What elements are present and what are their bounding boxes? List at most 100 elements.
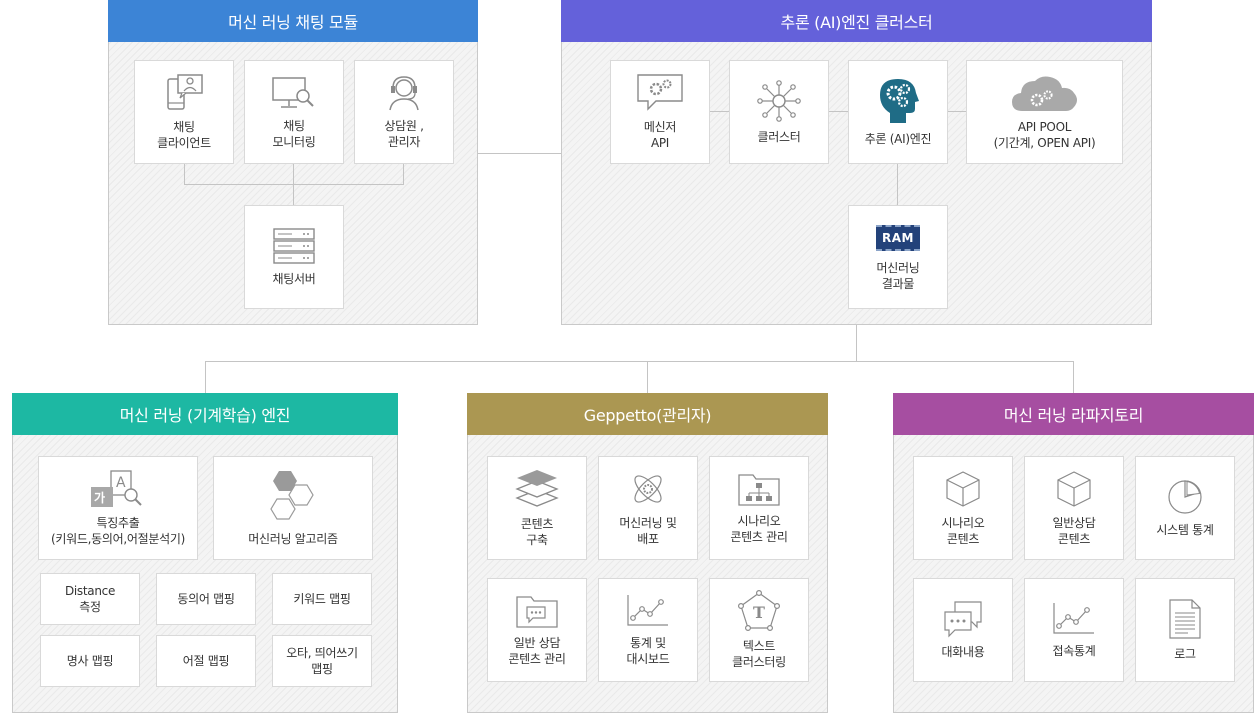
line-chart-icon xyxy=(1053,603,1094,634)
chat-gear-icon xyxy=(637,74,683,111)
chat-tree-v-right xyxy=(403,164,404,184)
ai-engine-label: 추론 (AI)엔진 xyxy=(864,132,932,146)
chat-monitoring-label: 채팅 모니터링 xyxy=(272,119,316,149)
connector-cluster-down xyxy=(856,324,857,361)
repo-conversation-label: 대화내용 xyxy=(941,645,985,659)
chat-tree-h xyxy=(184,184,404,185)
repository-title: 머신 러닝 라파지토리 xyxy=(893,393,1254,435)
general-content-mgmt-card[interactable]: 일반 상담 콘텐츠 관리 xyxy=(487,578,587,682)
ai-engine-card[interactable]: 추론 (AI)엔진 xyxy=(848,60,948,164)
text-clustering-label: 텍스트 클러스터링 xyxy=(732,639,786,669)
line-chart-icon xyxy=(627,595,668,626)
network-hub-icon xyxy=(757,80,801,122)
feature-extraction-label: 특징추출 (키워드,동의어,어절분석기) xyxy=(51,516,185,546)
ml-engine-panel: 머신 러닝 (기계학습) 엔진 A 가 특징추출 (키워드,동의어,어절분석기)… xyxy=(12,393,398,713)
typo-mapping-label: 오타, 띄어쓰기 맵핑 xyxy=(286,646,358,676)
hexagon-cluster-icon xyxy=(270,471,314,520)
cluster-engine-down xyxy=(897,164,898,205)
cluster-card[interactable]: 클러스터 xyxy=(729,60,829,164)
repo-log-label: 로그 xyxy=(1174,647,1196,661)
ram-chip-icon: RAM xyxy=(876,222,920,254)
keyword-mapping-card[interactable]: 키워드 맵핑 xyxy=(272,573,372,625)
chat-module-panel: 머신 러닝 채팅 모듈 채팅 클라이언트 채팅 모니터링 xyxy=(108,0,478,325)
ml-deploy-card[interactable]: 머신러닝 및 배포 xyxy=(598,456,698,560)
noun-mapping-card[interactable]: 명사 맵핑 xyxy=(40,635,140,687)
stats-dashboard-label: 통계 및 대시보드 xyxy=(626,636,670,666)
ml-algorithm-label: 머신러닝 알고리즘 xyxy=(248,532,338,546)
text-clustering-card[interactable]: T 텍스트 클러스터링 xyxy=(709,578,809,682)
chat-client-label: 채팅 클라이언트 xyxy=(157,120,211,150)
content-build-label: 콘텐츠 구축 xyxy=(520,517,554,547)
scenario-content-mgmt-label: 시나리오 콘텐츠 관리 xyxy=(730,514,788,544)
atom-gear-icon xyxy=(634,475,662,503)
messenger-api-label: 메신저 API xyxy=(643,120,677,150)
cube-icon xyxy=(1057,471,1091,507)
engine-cluster-panel: 추론 (AI)엔진 클러스터 메신저 API 클러스터 xyxy=(561,0,1152,325)
stats-dashboard-card[interactable]: 통계 및 대시보드 xyxy=(598,578,698,682)
chat-bubbles-icon xyxy=(944,601,982,638)
feature-icon-glyph-b: A xyxy=(116,475,126,491)
ml-deploy-label: 머신러닝 및 배포 xyxy=(619,516,677,546)
monitor-search-icon xyxy=(272,77,314,108)
text-icon-glyph: T xyxy=(753,603,765,622)
repo-conversation-card[interactable]: 대화내용 xyxy=(913,578,1013,682)
chat-tree-v-left xyxy=(184,164,185,184)
cluster-row-line xyxy=(710,111,966,112)
repo-general-label: 일반상담 콘텐츠 xyxy=(1052,516,1096,546)
repo-scenario-card[interactable]: 시나리오 콘텐츠 xyxy=(913,456,1013,560)
connector-to-ml-engine xyxy=(205,361,206,394)
ml-engine-title: 머신 러닝 (기계학습) 엔진 xyxy=(12,393,398,435)
counselor-label: 상담원 , 관리자 xyxy=(384,119,424,149)
feature-icon-glyph-a: 가 xyxy=(94,490,105,505)
api-pool-label: API POOL (기간계, OPEN API) xyxy=(993,120,1096,150)
engine-cluster-title: 추론 (AI)엔진 클러스터 xyxy=(561,0,1152,42)
repo-scenario-label: 시나리오 콘텐츠 xyxy=(941,516,985,546)
chat-server-label: 채팅서버 xyxy=(272,272,316,286)
server-rack-icon xyxy=(273,228,315,264)
ml-results-label: 머신러닝 결과물 xyxy=(876,261,920,291)
chat-client-icon xyxy=(167,74,203,110)
chat-monitoring-card[interactable]: 채팅 모니터링 xyxy=(244,60,344,164)
ai-head-gears-icon xyxy=(880,79,919,123)
repository-panel: 머신 러닝 라파지토리 시나리오 콘텐츠 일반상담 콘텐츠 시스템 통계 xyxy=(893,393,1254,713)
connector-horizontal-bus xyxy=(205,361,1074,362)
document-lines-icon xyxy=(1169,599,1201,639)
chat-client-card[interactable]: 채팅 클라이언트 xyxy=(134,60,234,164)
phrase-mapping-card[interactable]: 어절 맵핑 xyxy=(156,635,256,687)
chat-server-card[interactable]: 채팅서버 xyxy=(244,205,344,309)
ram-chip-text: RAM xyxy=(876,225,920,251)
repo-general-card[interactable]: 일반상담 콘텐츠 xyxy=(1024,456,1124,560)
repo-log-card[interactable]: 로그 xyxy=(1135,578,1235,682)
ml-algorithm-card[interactable]: 머신러닝 알고리즘 xyxy=(213,456,373,560)
cube-icon xyxy=(946,471,980,507)
text-pentagon-icon: T xyxy=(738,590,780,631)
pie-chart-icon xyxy=(1168,480,1202,514)
phrase-mapping-label: 어절 맵핑 xyxy=(182,654,230,668)
noun-mapping-label: 명사 맵핑 xyxy=(66,654,114,668)
feature-extraction-card[interactable]: A 가 특징추출 (키워드,동의어,어절분석기) xyxy=(38,456,198,560)
folder-tree-icon xyxy=(738,474,780,506)
messenger-api-card[interactable]: 메신저 API xyxy=(610,60,710,164)
distance-label: Distance 측정 xyxy=(64,584,116,614)
keyword-mapping-label: 키워드 맵핑 xyxy=(293,592,351,606)
text-search-icon: A 가 xyxy=(91,470,142,507)
connector-to-repository xyxy=(1073,361,1074,394)
layers-icon xyxy=(515,470,559,507)
content-build-card[interactable]: 콘텐츠 구축 xyxy=(487,456,587,560)
cloud-gear-icon xyxy=(1011,76,1077,111)
connector-to-geppetto xyxy=(647,361,648,394)
distance-card[interactable]: Distance 측정 xyxy=(40,573,140,625)
chat-module-title: 머신 러닝 채팅 모듈 xyxy=(108,0,478,42)
repo-access-stats-card[interactable]: 접속통계 xyxy=(1024,578,1124,682)
headset-agent-icon xyxy=(389,76,419,111)
api-pool-card[interactable]: API POOL (기간계, OPEN API) xyxy=(966,60,1123,164)
typo-mapping-card[interactable]: 오타, 띄어쓰기 맵핑 xyxy=(272,635,372,687)
general-content-mgmt-label: 일반 상담 콘텐츠 관리 xyxy=(508,636,566,666)
repo-system-stats-card[interactable]: 시스템 통계 xyxy=(1135,456,1235,560)
geppetto-title: Geppetto(관리자) xyxy=(467,393,828,435)
synonym-mapping-card[interactable]: 동의어 맵핑 xyxy=(156,573,256,625)
counselor-card[interactable]: 상담원 , 관리자 xyxy=(354,60,454,164)
ml-results-card[interactable]: RAM 머신러닝 결과물 xyxy=(848,205,948,309)
geppetto-panel: Geppetto(관리자) 콘텐츠 구축 머신러닝 및 배포 xyxy=(467,393,828,713)
scenario-content-mgmt-card[interactable]: 시나리오 콘텐츠 관리 xyxy=(709,456,809,560)
